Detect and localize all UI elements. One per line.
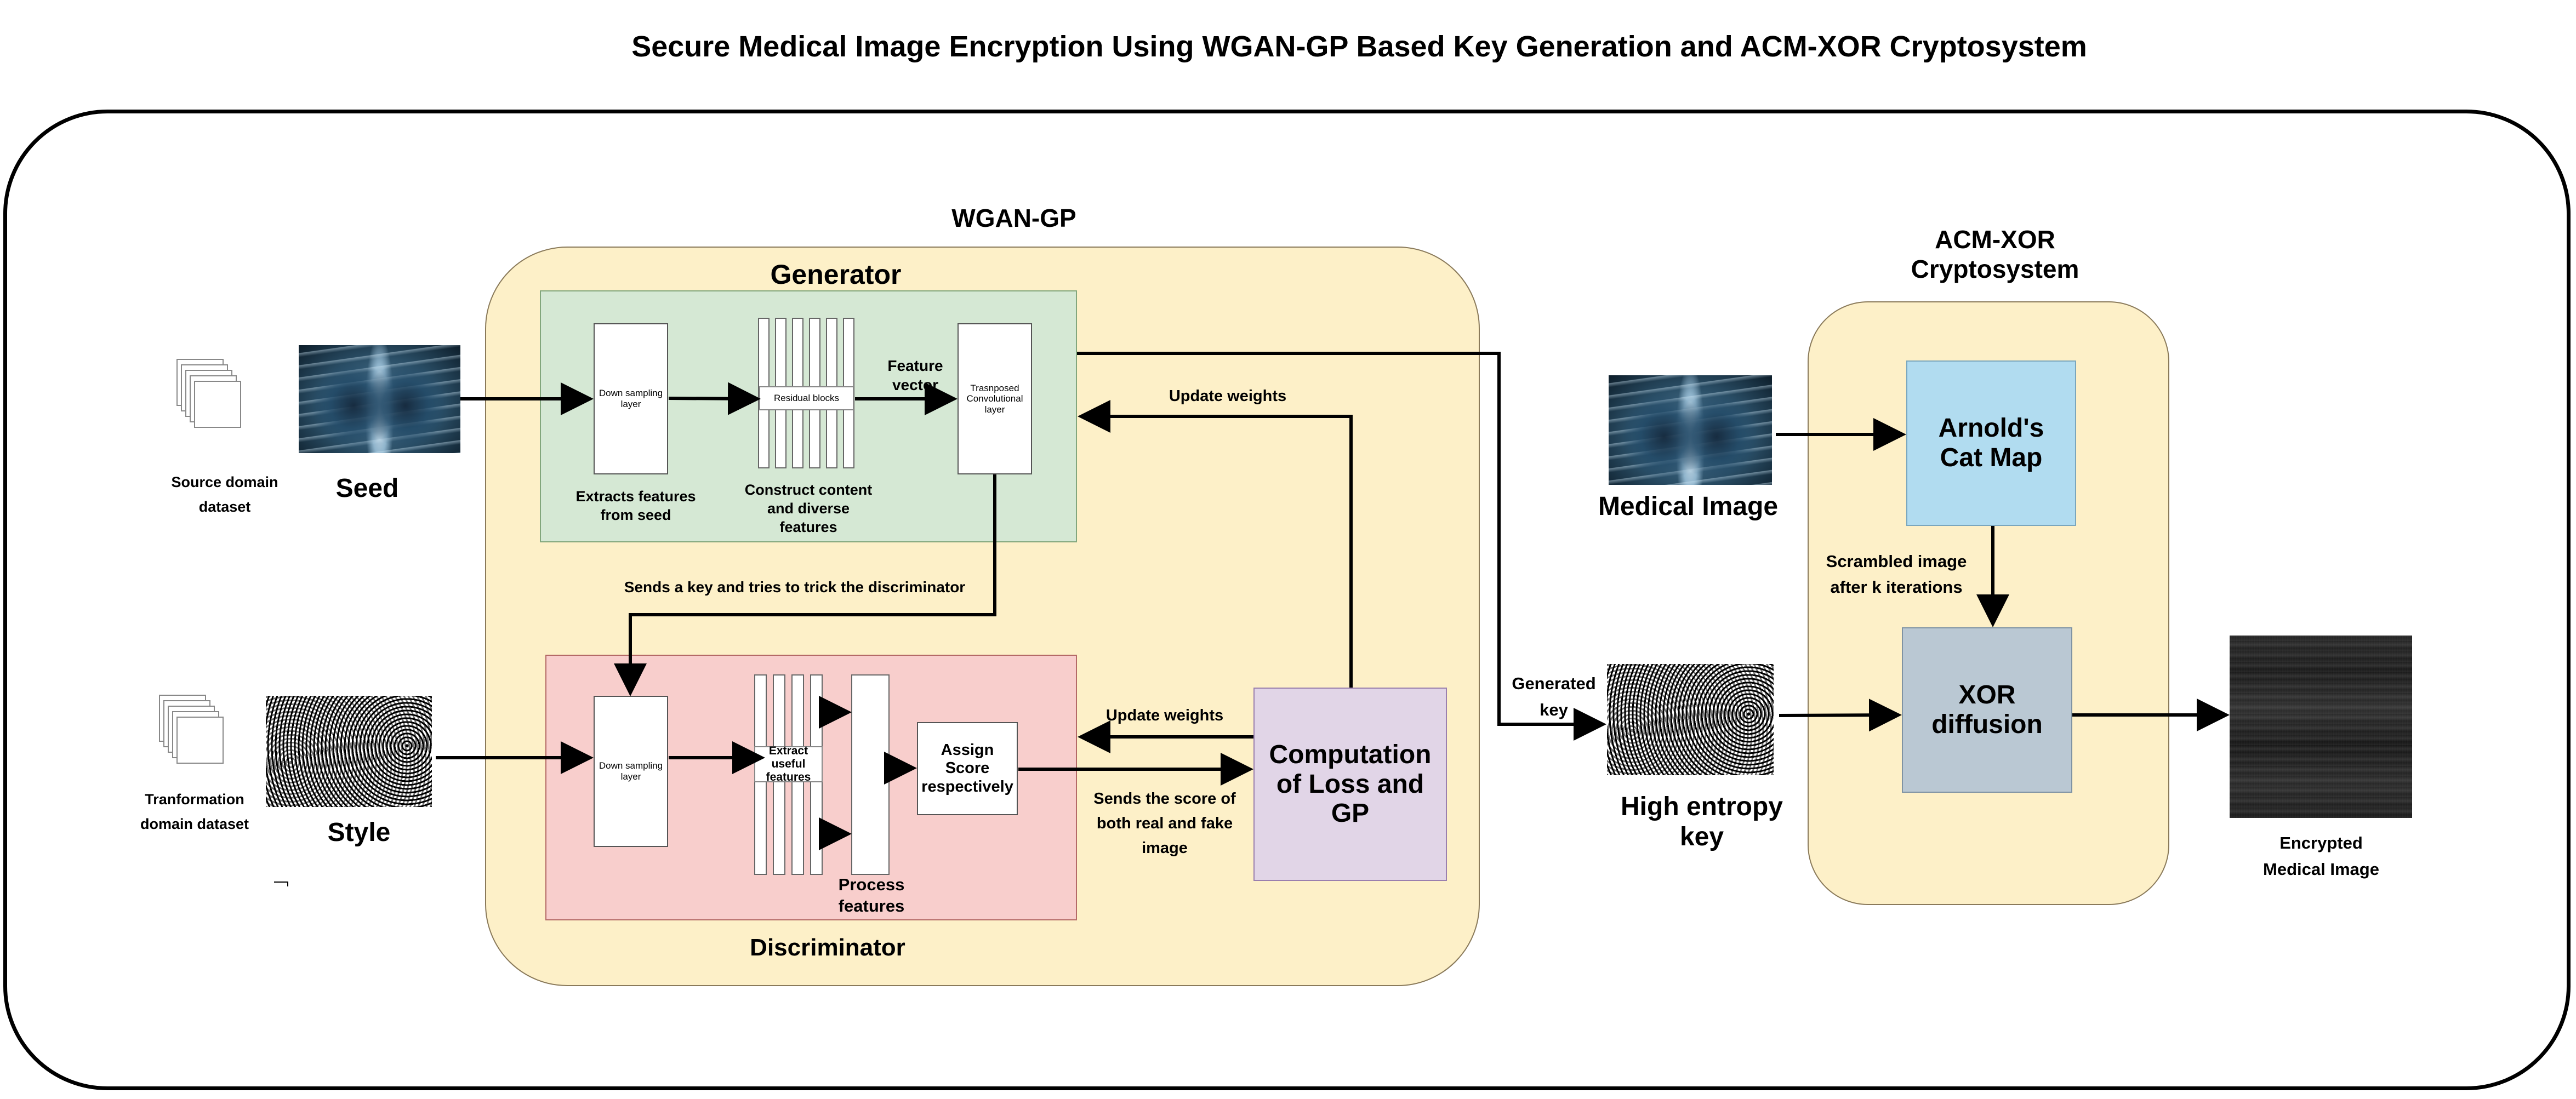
encrypted-medical-image-label: Encrypted Medical Image <box>2263 833 2379 879</box>
residual-blocks-text: Residual blocks <box>773 393 840 404</box>
acm-xor-label: ACM-XOR Cryptosystem <box>1911 225 2079 284</box>
update-weights-top-label: Update weights <box>1169 387 1287 405</box>
high-entropy-key-label: High entropy key <box>1621 792 1783 852</box>
discriminator-down-sampling-text: Down sampling layer <box>599 760 663 782</box>
style-pattern-image <box>266 696 432 807</box>
transposed-conv-text: Trasnposed Convolutional layer <box>966 382 1023 415</box>
xor-diffusion-box: XOR diffusion <box>1902 627 2072 793</box>
arnolds-cat-map-box: Arnold's Cat Map <box>1906 360 2076 526</box>
transposed-conv-layer: Trasnposed Convolutional layer <box>958 323 1032 474</box>
generated-key-label: Generated key <box>1512 674 1596 720</box>
stray-mark <box>274 882 288 886</box>
extract-useful-features-box: Extract useful features <box>754 744 823 784</box>
outer-frame <box>3 110 2571 1090</box>
seed-xray-image <box>299 345 460 453</box>
medical-xray-image <box>1609 375 1772 485</box>
generator-down-sampling-text: Down sampling layer <box>599 388 663 409</box>
arnolds-cat-map-text: Arnold's Cat Map <box>1938 414 2044 472</box>
style-label: Style <box>327 818 391 847</box>
arrow-generator-to-discriminator <box>614 474 996 696</box>
scrambled-image-label: Scrambled image after k iterations <box>1826 552 1967 597</box>
arrow-downsample-to-residual <box>668 382 761 415</box>
arrow-key-to-xor <box>1779 699 1902 732</box>
discriminator-down-sampling-layer: Down sampling layer <box>594 696 668 847</box>
loss-computation-box: Computation of Loss and GP <box>1253 688 1447 881</box>
update-weights-bottom-label: Update weights <box>1105 707 1224 724</box>
assign-score-text: Assign Score respectively <box>921 741 1013 795</box>
generator-label: Generator <box>770 259 902 290</box>
construct-content-label: Construct content and diverse features <box>744 482 873 535</box>
xor-diffusion-text: XOR diffusion <box>1931 680 2043 739</box>
loss-computation-text: Computation of Loss and GP <box>1269 740 1432 828</box>
source-dataset-label: Source domain dataset <box>171 474 278 515</box>
transformation-dataset-stack-icon <box>159 695 224 764</box>
extracts-features-label: Extracts features from seed <box>575 488 696 523</box>
seed-label: Seed <box>335 474 399 503</box>
arrow-update-weights-top <box>1078 400 1353 688</box>
discriminator-label: Discriminator <box>750 934 905 961</box>
generator-down-sampling-layer: Down sampling layer <box>594 323 668 474</box>
arrow-generator-to-key <box>1077 352 1606 741</box>
sends-key-label: Sends a key and tries to trick the discr… <box>624 579 966 596</box>
process-features-label: Process features <box>838 875 905 915</box>
assign-score-box: Assign Score respectively <box>917 722 1018 815</box>
source-dataset-stack-icon <box>176 359 241 428</box>
transformation-dataset-label: Tranformation domain dataset <box>140 791 249 832</box>
high-entropy-key-image <box>1607 664 1774 775</box>
diagram-title: Secure Medical Image Encryption Using WG… <box>631 30 2087 63</box>
wgan-gp-label: WGAN-GP <box>951 204 1076 232</box>
encrypted-image <box>2230 636 2412 818</box>
medical-image-label: Medical Image <box>1598 492 1779 521</box>
sends-score-label: Sends the score of both real and fake im… <box>1093 790 1236 857</box>
extract-useful-text: Extract useful features <box>766 744 811 784</box>
